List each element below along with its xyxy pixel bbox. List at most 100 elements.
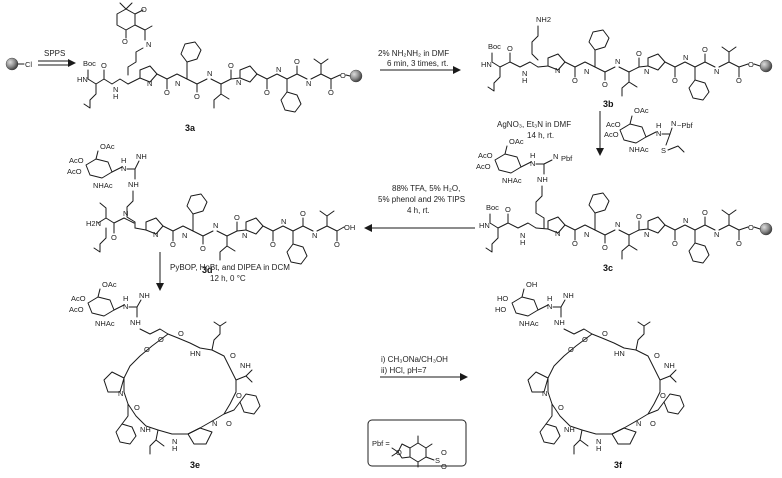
sugar-oac-3e: OAc [102,280,117,289]
svg-text:O: O [602,80,608,89]
step3-condition-2: 14 h, rt. [527,131,554,140]
svg-text:N: N [714,230,719,239]
sugar-nhac-3e: NHAc [95,319,115,328]
label-3d: 3d [202,265,213,275]
svg-text:O: O [328,88,334,97]
svg-text:O: O [144,345,150,354]
svg-text:O: O [602,329,608,338]
compound-3a-structure: O O N Boc HN O N H N O N O N [77,2,363,113]
spps-arrow: SPPS [38,49,76,67]
arrow-3e-to-3f: i) CH₃ONa/CH₃OH ii) HCl, pH=7 [380,355,468,381]
svg-text:H: H [547,294,552,303]
svg-text:O: O [636,212,642,221]
svg-text:O: O [334,240,340,249]
svg-text:N: N [153,230,158,239]
svg-text:N: N [123,209,128,218]
step5-condition-1: PyBOP, HoBt, and DIPEA in DCM [170,263,290,272]
svg-text:N: N [530,159,535,168]
svg-text:H: H [522,76,527,85]
svg-text:N: N [714,67,719,76]
label-3c: 3c [603,263,613,273]
svg-text:N: N [207,69,212,78]
svg-text:O: O [602,243,608,252]
svg-text:N: N [520,231,525,240]
svg-text:NH: NH [128,180,139,189]
boc-group-3b: Boc [488,42,501,51]
sugar-oh-3f: OH [526,280,537,289]
svg-text:NH: NH [139,291,150,300]
pbf-legend-label: Pbf = [372,439,390,448]
svg-text:O: O [141,5,147,14]
amine-3b: NH2 [536,15,551,24]
svg-text:N: N [242,231,247,240]
step6-condition-1: i) CH₃ONa/CH₃OH [381,355,448,364]
svg-text:O: O [748,60,754,69]
svg-text:N: N [596,437,601,446]
label-3a: 3a [185,123,196,133]
svg-text:O: O [582,335,588,344]
svg-text:O: O [572,239,578,248]
svg-text:N: N [172,437,177,446]
arrow-3c-to-3d: 88% TFA, 5% H₂O, 5% phenol and 2% TIPS 4… [364,184,475,232]
svg-text:N: N [118,389,123,398]
sugar-aco-3e-2: AcO [69,305,84,314]
arrow-3b-to-3c: AgNO₃, Et₃N in DMF 14 h, rt. OAc AcO AcO… [497,106,694,156]
step2-condition-1: 2% NH₂NH₂ in DMF [378,49,449,58]
step4-condition-2: 5% phenol and 2% TIPS [378,195,465,204]
nh-3f: NH [554,318,565,327]
svg-text:NHAc: NHAc [629,145,649,154]
svg-text:HN: HN [614,349,625,358]
svg-text:O: O [340,71,346,80]
svg-text:H: H [520,238,525,247]
boc-group-3a: Boc [83,59,96,68]
compound-3f-structure: OH HO HO NHAc H N NH NH O HN O NH O O N … [495,280,685,455]
svg-text:HN: HN [479,221,490,230]
sugar-nhac-3c: NHAc [502,176,522,185]
svg-text:N: N [636,419,641,428]
svg-text:N: N [553,152,558,161]
svg-text:N: N [182,231,187,240]
svg-text:O: O [441,448,447,457]
svg-text:N: N [644,230,649,239]
svg-text:O: O [507,44,513,53]
svg-text:N: N [584,230,589,239]
sugar-ho-3f-2: HO [495,305,506,314]
svg-text:N: N [542,389,547,398]
svg-text:S: S [661,146,666,155]
svg-text:N: N [615,57,620,66]
svg-text:NH: NH [240,361,251,370]
svg-text:NH: NH [140,425,151,434]
sugar-nhac-3f: NHAc [519,319,539,328]
svg-text:O: O [568,345,574,354]
pbf-3c: Pbf [561,154,573,163]
svg-text:N: N [175,79,180,88]
svg-text:N: N [522,69,527,78]
svg-text:H: H [121,156,126,165]
svg-text:N: N [555,66,560,75]
svg-text:HN: HN [190,349,201,358]
chloro-atom: Cl [25,60,32,69]
svg-text:O: O [672,239,678,248]
svg-text:O: O [650,419,656,428]
svg-text:O: O [300,209,306,218]
svg-text:N: N [281,217,286,226]
svg-text:NH: NH [564,425,575,434]
label-3b: 3b [603,99,614,109]
svg-text:O: O [396,448,402,457]
compound-3b-structure: NH2 Boc HN O N H N O N O N O N O N [481,15,773,101]
sugar-aco-3d-2: AcO [67,167,82,176]
svg-text:H: H [113,92,118,101]
svg-text:N: N [306,79,311,88]
svg-text:NH: NH [136,152,147,161]
sugar-ho-3f-1: HO [497,294,508,303]
svg-text:N: N [236,78,241,87]
svg-text:N: N [547,302,552,311]
svg-text:O: O [164,88,170,97]
acid-oh-3d: OH [344,223,355,232]
sugar-oac-3c: OAc [509,137,524,146]
label-3e: 3e [190,460,200,470]
arrow-3d-to-3e: PyBOP, HoBt, and DIPEA in DCM 12 h, 0 °C [156,252,290,291]
step4-condition-3: 4 h, rt. [407,206,430,215]
svg-text:OAc: OAc [634,106,649,115]
svg-text:N: N [683,53,688,62]
